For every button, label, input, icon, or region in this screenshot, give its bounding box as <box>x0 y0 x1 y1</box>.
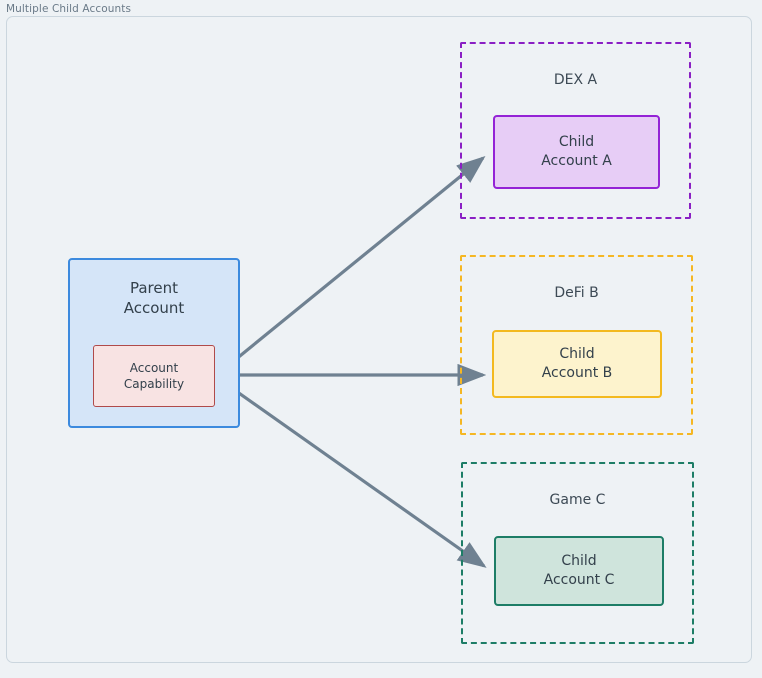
child-account-a-label-line2: Account A <box>541 153 612 169</box>
child-account-c-label-line1: Child <box>561 553 597 570</box>
cluster-game-c: Game C <box>461 462 694 644</box>
cluster-game-c-label: Game C <box>549 492 606 508</box>
account-capability-label-line1: Account <box>129 360 179 375</box>
account-capability-node[interactable]: Account Capability <box>93 345 215 407</box>
cluster-defi-b-label: DeFi B <box>554 285 599 301</box>
cluster-defi-b: DeFi B <box>460 255 693 435</box>
child-account-a-node[interactable]: Child Account A <box>493 115 660 189</box>
parent-account-label-line2: Account <box>123 299 185 318</box>
child-account-b-label-line1: Child <box>559 346 595 363</box>
cluster-dex-a: DEX A <box>460 42 691 219</box>
child-account-b-node[interactable]: Child Account B <box>492 330 662 398</box>
account-capability-label-line2: Capability <box>123 377 185 391</box>
cluster-dex-a-label: DEX A <box>553 72 598 88</box>
child-account-b-label-line2: Account B <box>541 365 613 381</box>
child-account-c-node[interactable]: Child Account C <box>494 536 664 606</box>
child-account-a-label-line1: Child <box>558 134 595 151</box>
diagram-title: Multiple Child Accounts <box>6 3 132 15</box>
parent-account-label-line1: Parent <box>129 279 179 297</box>
child-account-c-label-line2: Account C <box>543 572 615 588</box>
